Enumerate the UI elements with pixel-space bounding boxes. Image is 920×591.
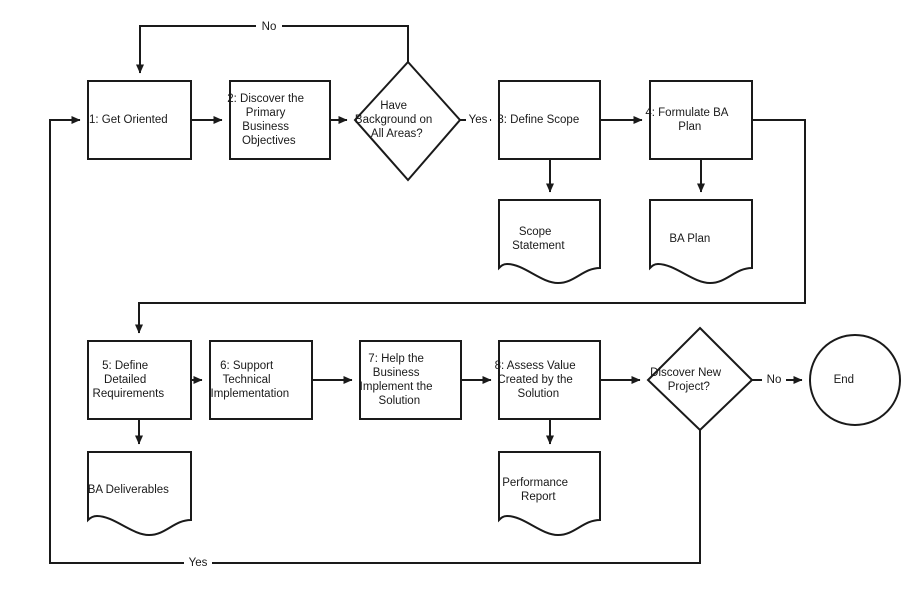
ba-deliverables-doc-shape[interactable] — [87, 451, 192, 537]
node-step8[interactable]: 8: Assess Value Created by the Solution — [495, 340, 605, 420]
performance-report-doc-shape[interactable] — [498, 451, 601, 537]
performance-report-label: Performance Report — [502, 477, 597, 503]
label-yes-new-project-bg — [184, 556, 212, 570]
end-circle[interactable] — [809, 334, 901, 426]
edge-decision2-yes-to-step1 — [49, 116, 701, 564]
label-yes-background-bg — [466, 113, 490, 127]
step4-box[interactable] — [649, 80, 753, 160]
decision2-diamond[interactable] — [646, 326, 754, 432]
node-step1[interactable]: 1: Get Oriented — [87, 80, 192, 160]
step2-box[interactable] — [229, 80, 331, 160]
step4-label: 4: Formulate BA Plan — [645, 107, 756, 133]
step8-box[interactable] — [498, 340, 601, 420]
step5-box[interactable] — [87, 340, 192, 420]
label-no-background-bg — [256, 19, 282, 33]
step6-box[interactable] — [209, 340, 313, 420]
step7-label: 7: Help the Business Implement the Solut… — [360, 353, 462, 407]
end-label: End — [834, 374, 877, 386]
decision2-label: Discover New Project? — [650, 367, 750, 393]
label-yes-background: Yes — [469, 114, 488, 126]
step7-box[interactable] — [359, 340, 462, 420]
ba-plan-label: BA Plan — [669, 233, 732, 245]
label-yes-new-project: Yes — [189, 557, 208, 569]
node-doc-ba-plan[interactable]: BA Plan — [649, 199, 753, 285]
step2-label: 2: Discover the Primary Business Objecti… — [227, 93, 332, 147]
node-doc-scope-statement[interactable]: Scope Statement — [498, 199, 601, 285]
node-decision2[interactable]: Discover New Project? — [646, 326, 754, 432]
edge-decision1-no-to-step1 — [136, 25, 409, 74]
step3-box[interactable] — [498, 80, 601, 160]
node-decision1[interactable]: Have Background on All Areas? — [353, 60, 462, 182]
node-doc-ba-deliverables[interactable]: BA Deliverables — [87, 451, 192, 537]
ba-deliverables-label: BA Deliverables — [88, 484, 192, 496]
decision1-label: Have Background on All Areas? — [355, 100, 461, 140]
ba-plan-doc-shape[interactable] — [649, 199, 753, 285]
node-step6[interactable]: 6: Support Technical Implementation — [209, 340, 313, 420]
step1-box[interactable] — [87, 80, 192, 160]
step6-label: 6: Support Technical Implementation — [211, 360, 312, 400]
node-step3[interactable]: 3: Define Scope — [497, 80, 601, 160]
step1-label: 1: Get Oriented — [89, 114, 190, 126]
step8-label: 8: Assess Value Created by the Solution — [495, 360, 605, 400]
node-step7[interactable]: 7: Help the Business Implement the Solut… — [359, 340, 462, 420]
label-no-new-project: No — [767, 374, 782, 386]
decision1-diamond[interactable] — [353, 60, 462, 182]
node-doc-performance-report[interactable]: Performance Report — [498, 451, 601, 537]
label-no-background: No — [262, 21, 277, 33]
scope-statement-doc-shape[interactable] — [498, 199, 601, 285]
scope-statement-label: Scope Statement — [512, 226, 587, 252]
node-step5[interactable]: 5: Define Detailed Requirements — [87, 340, 192, 420]
edge-step4-to-step5 — [135, 119, 806, 334]
step5-label: 5: Define Detailed Requirements — [93, 360, 187, 400]
step3-label: 3: Define Scope — [497, 114, 601, 126]
label-no-new-project-bg — [762, 373, 786, 387]
node-step2[interactable]: 2: Discover the Primary Business Objecti… — [227, 80, 332, 160]
edge-labels: No Yes No Yes — [184, 19, 786, 570]
connectors — [49, 25, 806, 564]
node-step4[interactable]: 4: Formulate BA Plan — [645, 80, 756, 160]
node-end[interactable]: End — [809, 334, 901, 426]
